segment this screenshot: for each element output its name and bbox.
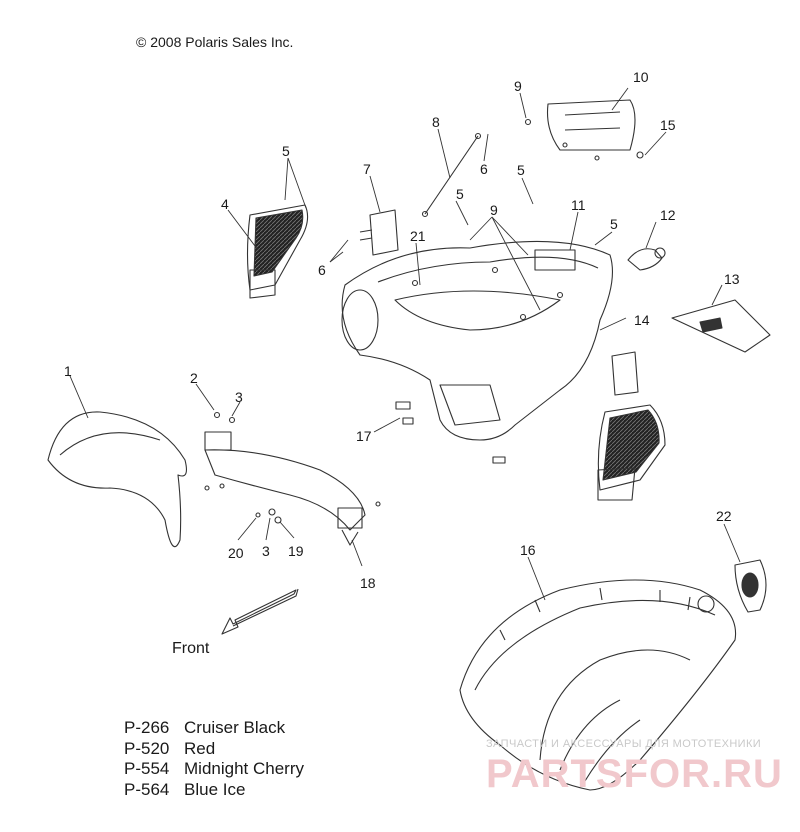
legend-color-name: Red	[184, 738, 216, 758]
legend-color-name: Cruiser Black	[184, 718, 286, 737]
callout-6a: 6	[318, 262, 326, 278]
callout-5d: 5	[610, 216, 618, 232]
legend-row: P-266 Cruiser Black	[124, 718, 304, 739]
legend-code: P-564	[124, 779, 170, 799]
callout-9b: 9	[490, 202, 498, 218]
watermark-subtitle: ЗАПЧАСТИ И АКСЕССУАРЫ ДЛЯ МОТОТЕХНИКИ	[486, 738, 762, 750]
callout-7: 7	[363, 161, 371, 177]
callout-19: 19	[288, 543, 304, 559]
part-8-cable	[421, 132, 482, 218]
callout-13: 13	[724, 271, 740, 287]
legend-code: P-266	[124, 718, 170, 737]
callout-11: 11	[571, 197, 586, 213]
part-18-inner-bracket	[204, 431, 366, 546]
color-legend: P-266 Cruiser Black P-520 Red P-554 Midnigh…	[124, 718, 304, 800]
callout-1: 1	[64, 363, 72, 379]
part-right-grille	[597, 404, 666, 501]
callout-5a: 5	[282, 143, 290, 159]
legend-color-name: Midnight Cherry	[184, 759, 304, 778]
hardware-2-3-19-20	[204, 411, 381, 524]
callout-6b: 6	[480, 161, 488, 177]
callout-8: 8	[432, 114, 440, 130]
legend-row: P-564 Blue Ice	[124, 780, 304, 801]
callout-3: 3	[235, 389, 243, 405]
part-1-fairing	[47, 411, 187, 548]
copyright-text: © 2008 Polaris Sales Inc.	[136, 34, 294, 50]
legend-row: P-520 Red	[124, 739, 304, 760]
legend-color-name: Blue Ice	[184, 779, 246, 799]
part-7-bracket	[359, 209, 399, 256]
part-4-left-grille	[246, 204, 309, 299]
legend-row: P-554 Midnight Cherry	[124, 759, 304, 780]
callout-20: 20	[228, 545, 244, 561]
part-22-badge	[734, 559, 767, 613]
callout-14: 14	[634, 312, 650, 328]
callout-12: 12	[660, 207, 676, 223]
callout-22: 22	[716, 508, 732, 524]
callout-15: 15	[660, 117, 676, 133]
part-14-trunk-body	[341, 240, 613, 441]
part-16-lid	[459, 579, 737, 791]
legend-code: P-554	[124, 759, 170, 778]
part-12-lock	[627, 247, 666, 271]
callout-9a: 9	[514, 78, 522, 94]
callout-21: 21	[410, 228, 426, 244]
callout-17: 17	[356, 428, 372, 444]
callout-18: 18	[360, 575, 376, 591]
callout-16: 16	[520, 542, 536, 558]
part-17-pads	[395, 401, 506, 464]
callout-5b: 5	[456, 186, 464, 202]
part-13-mat	[671, 299, 771, 353]
front-label: Front	[172, 640, 210, 657]
callout-5c: 5	[517, 162, 525, 178]
legend-code: P-520	[124, 738, 170, 758]
front-arrow	[221, 588, 299, 635]
callout-4: 4	[221, 196, 229, 212]
part-10-latch	[524, 99, 644, 161]
callout-2: 2	[190, 370, 198, 386]
watermark-brand: PARTSFOR.RU	[486, 752, 783, 796]
leader-lines	[69, 87, 741, 601]
callout-10: 10	[633, 69, 649, 85]
callout-3b: 3	[262, 543, 270, 559]
part-right-bracket	[611, 351, 639, 396]
